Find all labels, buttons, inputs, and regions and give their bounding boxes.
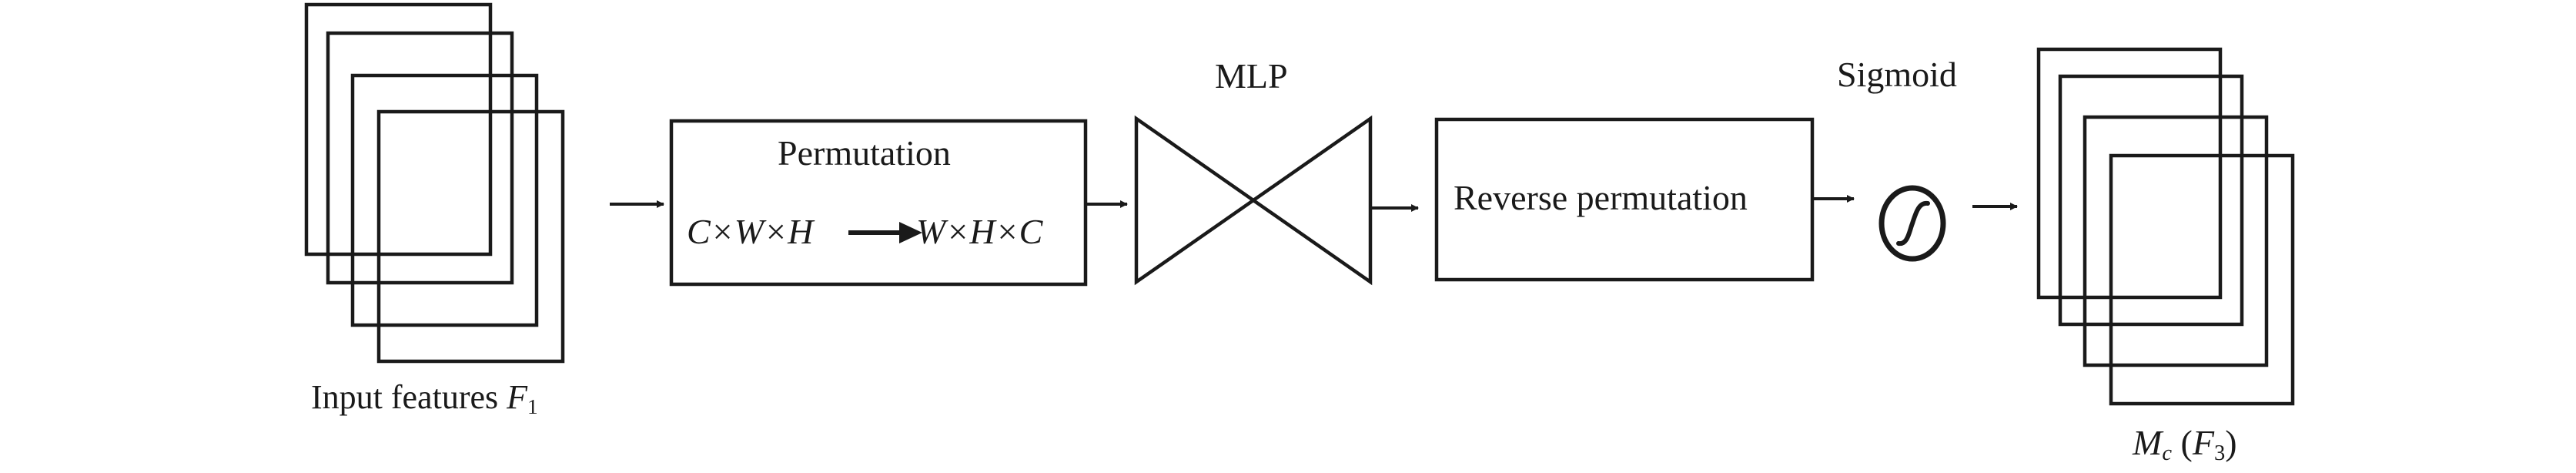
output-arg-sub: 3 bbox=[2213, 441, 2226, 466]
sigmoid-label: Sigmoid bbox=[1837, 55, 1957, 94]
reverse-permutation-label: Reverse permutation bbox=[1454, 178, 1748, 217]
mlp-label: MLP bbox=[1215, 56, 1288, 96]
output-var-sub: c bbox=[2162, 441, 2172, 466]
output-feature-map-2 bbox=[2058, 74, 2244, 327]
input-features-label: Input features F1 bbox=[311, 378, 538, 418]
input-feature-map-2 bbox=[326, 31, 514, 285]
bowtie-mlp-icon bbox=[1134, 115, 1373, 286]
input-feature-map-1 bbox=[304, 2, 493, 257]
input-features-var: F bbox=[507, 378, 528, 416]
output-feature-map-3 bbox=[2083, 115, 2269, 367]
permutation-title: Permutation bbox=[778, 133, 951, 173]
input-features-sub: 1 bbox=[527, 394, 538, 418]
output-var: M bbox=[2133, 423, 2163, 462]
output-paren-close: ) bbox=[2225, 423, 2237, 462]
output-arg: F bbox=[2192, 423, 2214, 462]
permutation-box bbox=[669, 119, 1088, 287]
input-features-text: Input features bbox=[311, 378, 507, 416]
sigmoid-curve-icon bbox=[1878, 185, 1946, 262]
output-feature-stack-icon bbox=[2036, 47, 2295, 406]
output-label: Mc (F3) bbox=[2133, 423, 2237, 465]
input-feature-map-3 bbox=[350, 73, 539, 327]
output-feature-map-1 bbox=[2036, 47, 2223, 300]
output-paren-open: ( bbox=[2172, 423, 2193, 462]
output-feature-map-4 bbox=[2109, 153, 2295, 406]
input-feature-stack-icon bbox=[304, 2, 565, 364]
permutation-from: C×W×H bbox=[687, 212, 814, 251]
permutation-to: W×H×C bbox=[916, 212, 1043, 251]
reverse-permutation-box bbox=[1434, 117, 1815, 282]
arrow-right-icon bbox=[848, 222, 922, 243]
input-feature-map-4 bbox=[376, 109, 565, 364]
